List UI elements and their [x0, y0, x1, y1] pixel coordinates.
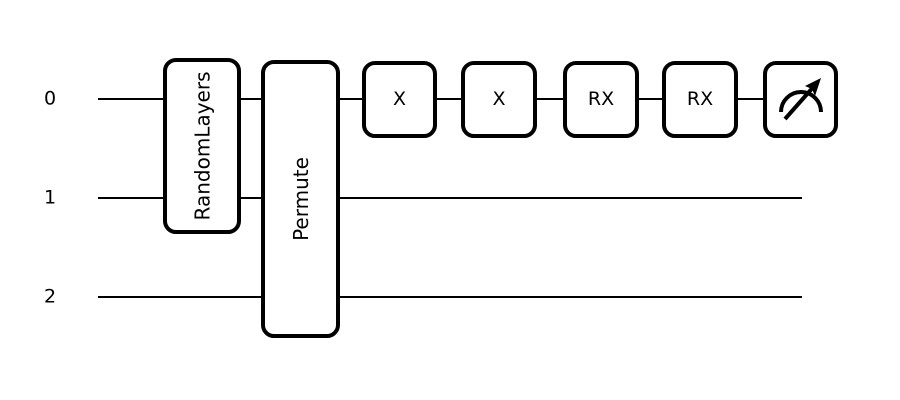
wire-label-0: 0: [43, 87, 57, 110]
gate-label-randomlayers: RandomLayers: [190, 71, 215, 221]
gate-label-permute: Permute: [288, 157, 313, 241]
conn-x1-x2-w0: [437, 98, 461, 100]
gate-measure-0[interactable]: [763, 61, 838, 138]
gate-label-x-2: X: [492, 88, 506, 110]
gate-rx-2[interactable]: RX: [662, 61, 738, 138]
conn-x2-rx1-w0: [537, 98, 563, 100]
gate-x-2[interactable]: X: [461, 61, 537, 138]
wire-label-1: 1: [43, 186, 57, 209]
gate-label-rx-1: RX: [587, 88, 615, 110]
wire-label-2: 2: [43, 285, 57, 308]
meter-needle: [783, 82, 817, 120]
conn-permute-x1-w0: [340, 98, 362, 100]
gate-randomlayers[interactable]: RandomLayers: [163, 58, 241, 234]
gate-permute[interactable]: Permute: [261, 60, 340, 338]
conn-randomlayers-permute-w0: [241, 98, 261, 100]
gate-x-1[interactable]: X: [362, 61, 437, 138]
meter-arc: [778, 89, 823, 112]
gate-label-rx-2: RX: [686, 88, 714, 110]
wire-line-1: [98, 197, 802, 199]
wire-line-2: [98, 296, 802, 298]
conn-rx2-measure-w0: [738, 98, 763, 100]
measurement-meter-icon: [778, 77, 823, 120]
gate-label-x-1: X: [392, 88, 407, 110]
gate-rx-1[interactable]: RX: [563, 61, 639, 138]
conn-randomlayers-permute-w1: [241, 197, 261, 199]
conn-rx1-rx2-w0: [639, 98, 662, 100]
meter-arrowhead: [804, 77, 821, 96]
